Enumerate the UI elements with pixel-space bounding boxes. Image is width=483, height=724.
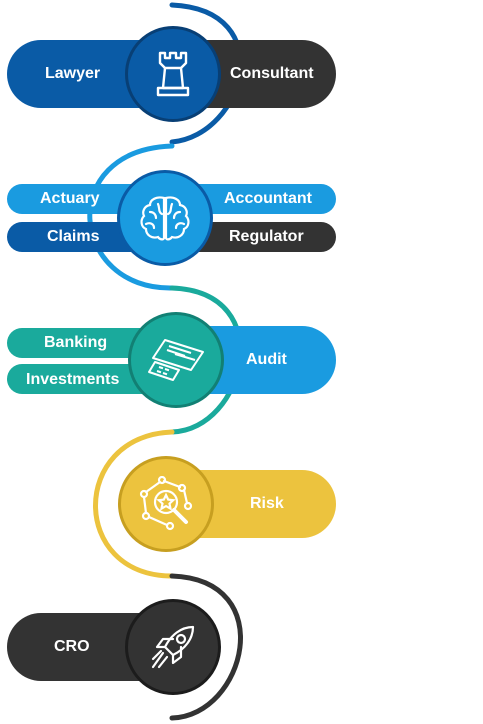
rocket-icon: [147, 621, 199, 673]
consultant-label: Consultant: [230, 65, 314, 82]
accountant-label: Accountant: [224, 190, 312, 207]
brain-icon: [138, 194, 192, 242]
stage-1-icon-circle: [125, 26, 221, 122]
stage-2-icon-circle: [117, 170, 213, 266]
audit-label: Audit: [246, 351, 287, 368]
curve-segment-dark: [169, 573, 243, 721]
risk-network-magnifier-icon: [136, 476, 196, 532]
regulator-label: Regulator: [229, 228, 304, 245]
lawyer-label: Lawyer: [45, 65, 101, 82]
chess-rook-icon: [150, 49, 196, 99]
stage-5-icon-circle: [125, 599, 221, 695]
curve-segment-blue: [87, 143, 175, 291]
banking-label: Banking: [44, 334, 108, 351]
stage-4-icon-circle: [118, 456, 214, 552]
stage-3-icon-circle: [128, 312, 224, 408]
risk-label: Risk: [250, 495, 284, 512]
investments-label: Investments: [26, 371, 120, 388]
curve-segment-yellow: [93, 429, 175, 579]
calculator-document-icon: [145, 336, 207, 384]
claims-label: Claims: [47, 228, 100, 245]
cro-label: CRO: [54, 638, 90, 655]
actuary-label: Actuary: [40, 190, 100, 207]
